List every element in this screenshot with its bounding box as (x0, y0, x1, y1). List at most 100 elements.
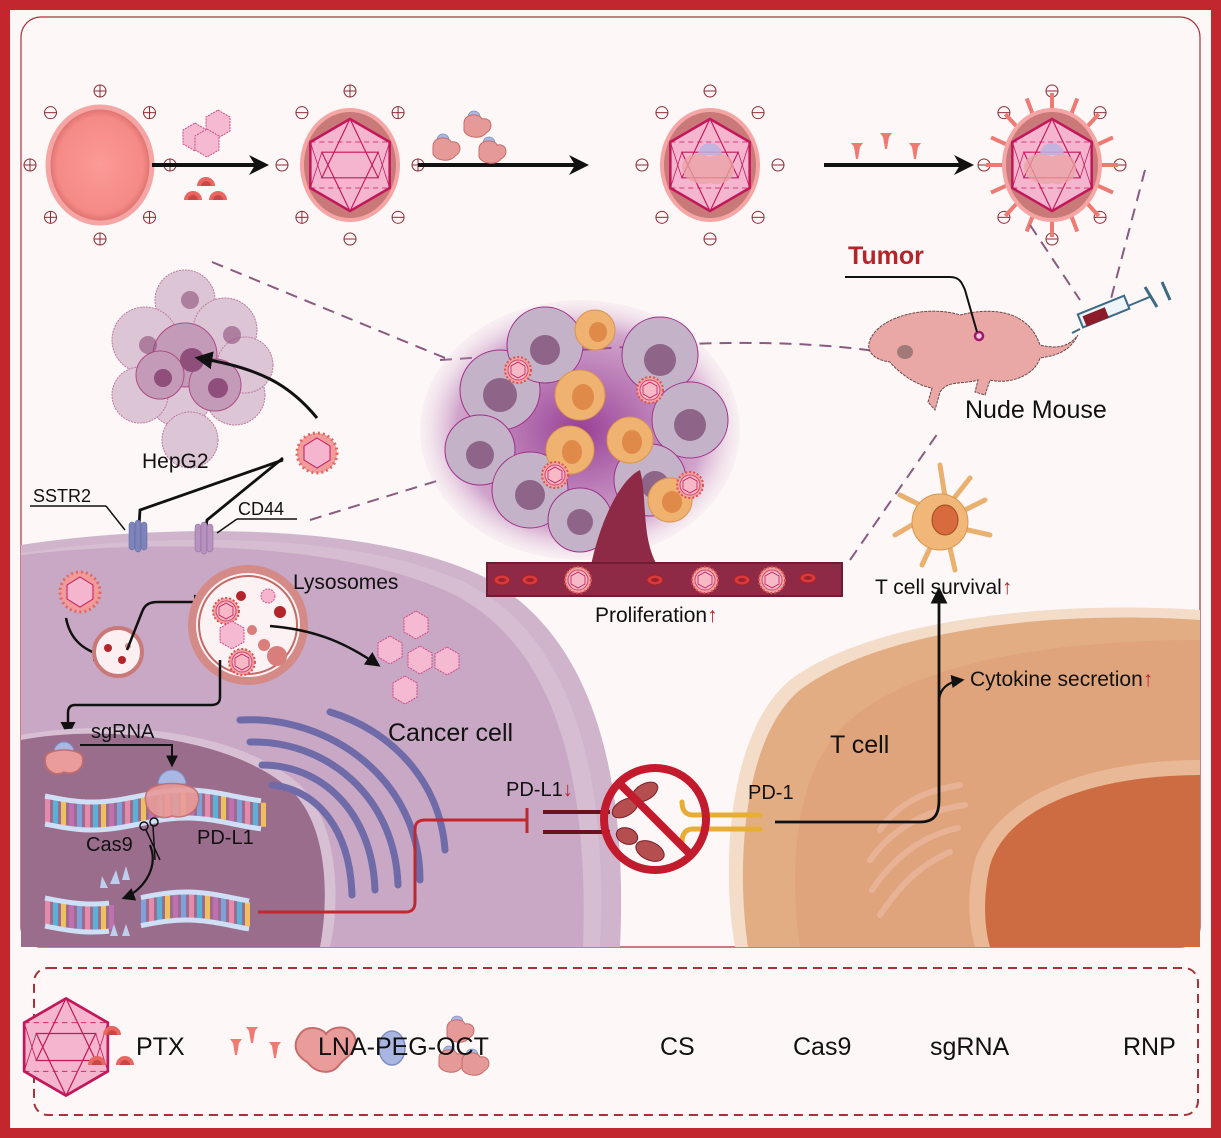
negative-charge-icon (771, 158, 785, 172)
base-pair (165, 895, 170, 920)
negative-charge-icon (655, 210, 669, 224)
activated-t-cell (892, 462, 993, 573)
base-pair (189, 894, 194, 919)
negative-charge-icon (997, 106, 1011, 120)
negative-charge-icon (1093, 210, 1107, 224)
base-pair (93, 905, 98, 930)
t-cell (728, 607, 1200, 947)
base-pair (205, 793, 210, 818)
cas9-label: Cas9 (86, 834, 133, 856)
base-pair (45, 798, 50, 822)
legend-label-cas9: Cas9 (793, 1033, 852, 1061)
base-pair (229, 797, 234, 822)
proliferation-text: Proliferation (595, 604, 708, 627)
t-cell-survival-text: T cell survival (875, 576, 1002, 599)
t-cell-survival-arrow (775, 586, 948, 824)
cancer-nucleus (21, 727, 336, 947)
base-pair (197, 894, 202, 919)
base-pair (85, 905, 90, 930)
rnp-complex-free-icon (44, 741, 84, 775)
base-pair (245, 902, 250, 927)
decrease-arrow-icon: ↓ (562, 779, 573, 801)
sgrna-label: sgRNA (91, 721, 155, 743)
dna-backbone (44, 889, 250, 907)
hepg2-label: HepG2 (142, 450, 209, 473)
base-pair (53, 799, 58, 824)
pd-l1-ligand-domains (611, 781, 665, 862)
nude-mouse-label: Nude Mouse (965, 396, 1107, 424)
t-cell-label: T cell (830, 731, 890, 759)
legend-label-cs: CS (660, 1033, 695, 1061)
base-pair (173, 894, 178, 919)
increase-arrow-icon: ↑ (707, 604, 718, 627)
receptor-cd44-icon (194, 521, 214, 555)
positive-charge-icon (93, 84, 107, 98)
positive-charge-icon (142, 210, 156, 224)
base-pair (157, 896, 162, 921)
negative-charge-icon (751, 106, 765, 120)
tumor-site (973, 330, 985, 342)
base-pair (237, 900, 242, 925)
nude-mouse (868, 310, 1079, 412)
endocytosed-nanoparticle-icon (58, 570, 102, 614)
base-pair (141, 797, 146, 822)
receptor-sstr2-icon (128, 519, 148, 553)
t-cell-survival-label: T cell survival↑ (875, 577, 1012, 598)
base-pair (261, 802, 266, 827)
dna-fragments (100, 866, 130, 936)
positive-charge-icon (93, 232, 107, 246)
pd-l1-gene-label: PD-L1 (197, 827, 254, 849)
base-pair (229, 899, 234, 924)
negative-charge-icon (997, 210, 1011, 224)
blood-vessel (486, 562, 843, 597)
hepg2-cell-cluster (111, 269, 274, 469)
positive-charge-icon (23, 158, 37, 172)
negative-charge-icon (275, 158, 289, 172)
syringe-icon (1071, 281, 1172, 334)
base-pair (213, 896, 218, 921)
cd44-label: CD44 (238, 499, 285, 519)
negative-charge-icon (1093, 106, 1107, 120)
base-pair (45, 900, 50, 924)
base-pair (101, 803, 106, 828)
positive-charge-icon (44, 210, 58, 224)
legend-label-sgrna: sgRNA (930, 1033, 1010, 1061)
tumor-label: Tumor (848, 242, 924, 270)
base-pair (141, 899, 146, 924)
legend-label-lna-peg-oct: LNA-PEG-OCT (318, 1033, 489, 1061)
base-pair (61, 801, 66, 826)
base-pair (181, 894, 186, 919)
legend-ptx-icon (22, 997, 110, 1097)
knockout-inhibition-line (258, 818, 527, 914)
dna-backbone (44, 917, 250, 935)
synthesis-step-ptx-loaded (300, 108, 400, 222)
base-pair (125, 800, 130, 825)
dna-backbone (44, 815, 262, 833)
negative-charge-icon (391, 210, 405, 224)
base-pair (77, 905, 82, 930)
cytokine-secretion-text: Cytokine secretion (970, 668, 1143, 691)
positive-charge-icon (391, 106, 405, 120)
base-pair (93, 803, 98, 828)
negative-charge-icon (343, 232, 357, 246)
positive-charge-icon (142, 106, 156, 120)
legend-label-ptx: PTX (136, 1033, 185, 1061)
sstr2-label: SSTR2 (33, 486, 92, 506)
base-pair (205, 895, 210, 920)
base-pair (221, 795, 226, 820)
pd-l1-receptor (543, 810, 610, 834)
legend-box (33, 967, 1199, 1116)
base-pair (53, 901, 58, 926)
synthesis-step-cs-coated (986, 93, 1118, 237)
cancer-cell-label: Cancer cell (388, 719, 514, 747)
lysosomes-label: Lysosomes (293, 571, 399, 594)
negative-charge-icon (635, 158, 649, 172)
negative-charge-icon (751, 210, 765, 224)
increase-arrow-icon: ↑ (1001, 576, 1013, 599)
positive-charge-icon (343, 84, 357, 98)
synthesis-step-core-particle (45, 104, 155, 226)
base-pair (117, 802, 122, 827)
base-pair (69, 904, 74, 929)
positive-charge-icon (295, 210, 309, 224)
legend-cs-icon (230, 1027, 281, 1058)
